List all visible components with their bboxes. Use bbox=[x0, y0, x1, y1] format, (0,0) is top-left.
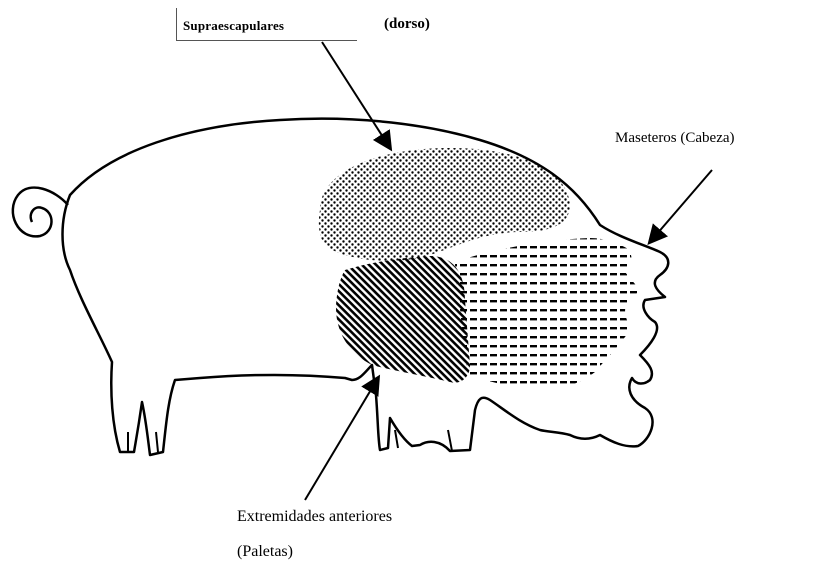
label-supraescapulares: Supraescapulares bbox=[183, 18, 284, 34]
label-dorso: (dorso) bbox=[384, 16, 430, 33]
region-paletas bbox=[336, 256, 470, 383]
label-maseteros: Maseteros (Cabeza) bbox=[615, 130, 735, 147]
label-paletas: (Paletas) bbox=[237, 543, 293, 561]
arrow-supraescapulares bbox=[322, 42, 390, 148]
region-maseteros bbox=[455, 238, 640, 390]
pig-hoof-marks bbox=[128, 430, 452, 452]
label-extremidades: Extremidades anteriores bbox=[237, 508, 392, 526]
arrow-maseteros bbox=[650, 170, 712, 242]
pig-tail bbox=[13, 188, 68, 237]
arrow-paletas bbox=[305, 378, 378, 500]
